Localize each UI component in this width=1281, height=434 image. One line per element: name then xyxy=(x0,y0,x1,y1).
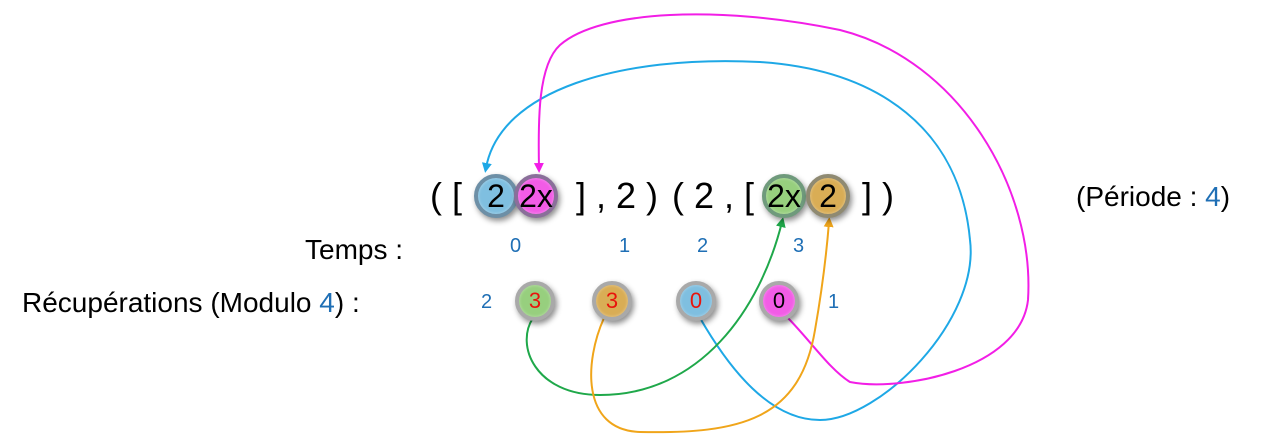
temps-value-0: 0 xyxy=(510,235,522,257)
formula-part-close2: ] ) xyxy=(862,175,894,216)
formula-value-2: 2x xyxy=(519,177,553,214)
recup-left-value: 2 xyxy=(481,291,493,313)
recup-label: Récupérations (Modulo 4) : xyxy=(22,287,360,319)
recup-value-0: 3 xyxy=(528,288,542,313)
recup-right-value: 1 xyxy=(828,291,840,313)
recup-value-3: 0 xyxy=(772,288,786,313)
formula-value-4: 2 xyxy=(819,177,837,214)
periode-value: 4 xyxy=(1205,181,1221,212)
recup-label-suffix: ) : xyxy=(334,287,360,318)
formula-open-paren: ( xyxy=(430,175,442,216)
recup-circle-pink: 0 xyxy=(759,281,799,321)
periode-label: (Période : 4) xyxy=(1076,181,1230,213)
periode-prefix: (Période : xyxy=(1076,181,1206,212)
temps-value-2: 2 xyxy=(697,235,709,257)
recup-label-value: 4 xyxy=(319,287,335,318)
recup-circle-green: 3 xyxy=(515,281,555,321)
arrow-green xyxy=(525,217,786,397)
formula-open-bracket: [ xyxy=(452,175,463,216)
formula-part-mid: ( 2 , [ xyxy=(672,175,755,216)
arrow-gold xyxy=(590,217,834,434)
periode-suffix: ) xyxy=(1220,181,1231,212)
arrow-blue xyxy=(481,60,972,422)
recup-value-1: 3 xyxy=(605,288,619,313)
temps-value-1: 1 xyxy=(619,235,631,257)
temps-label: Temps : xyxy=(305,234,404,265)
recup-label-prefix: Récupérations (Modulo xyxy=(22,287,320,318)
arrow-pink xyxy=(533,13,1030,386)
formula-circle-pink: 2x xyxy=(514,174,558,218)
formula-circle-green: 2x xyxy=(762,174,806,218)
recup-circle-blue: 0 xyxy=(676,281,716,321)
formula-circle-gold: 2 xyxy=(806,174,850,218)
formula-part-close1: ] , 2 ) xyxy=(576,175,659,216)
recup-circle-gold: 3 xyxy=(592,281,632,321)
temps-value-3: 3 xyxy=(793,235,805,257)
formula-value-3: 2x xyxy=(767,177,801,214)
formula-value-1: 2 xyxy=(487,177,505,214)
formula-circle-blue: 2 xyxy=(474,174,518,218)
recup-value-2: 0 xyxy=(689,288,703,313)
